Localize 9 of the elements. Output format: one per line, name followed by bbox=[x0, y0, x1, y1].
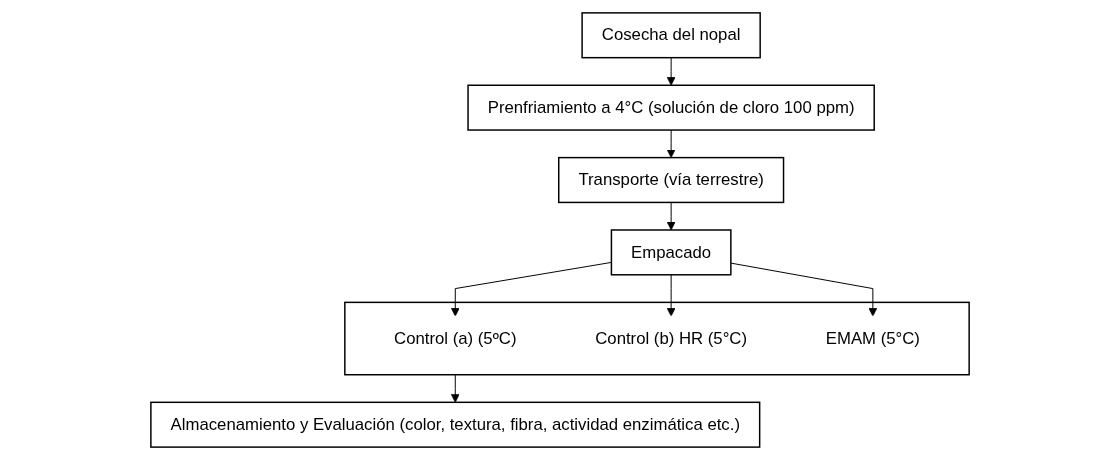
node-text: Control (b) HR (5°C) bbox=[595, 328, 748, 348]
node-box: Transporte (vía terrestre) bbox=[558, 156, 785, 203]
node-box: Empacado bbox=[610, 228, 732, 276]
node-box: Almacenamiento y Evaluación (color, textura, fibra, actividad enzimática etc.) bbox=[150, 401, 761, 448]
cluster bbox=[344, 301, 970, 375]
node-text: Control (a) (5ºC) bbox=[394, 328, 517, 348]
node-box: Prenfriamiento a 4°C (solución de cloro 100 ppm) bbox=[467, 84, 875, 131]
node-text: EMAM (5°C) bbox=[825, 328, 920, 348]
node-box: Cosecha del nopal bbox=[581, 11, 761, 58]
